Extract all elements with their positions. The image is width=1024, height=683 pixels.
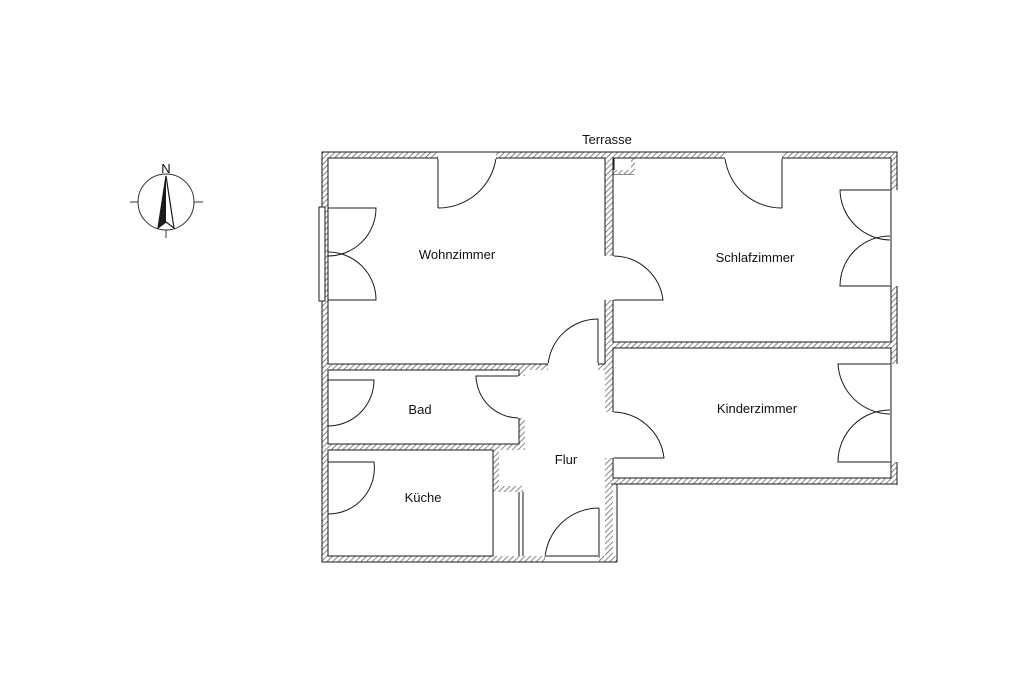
outside-label-terrasse: Terrasse (582, 132, 632, 147)
room-label-kinderzimmer: Kinderzimmer (717, 401, 798, 416)
door-schlafzimmer-flur (604, 255, 664, 301)
door-wohnzimmer-flur (547, 318, 599, 371)
room-label-wohnzimmer: Wohnzimmer (419, 247, 496, 262)
door-bad-left (327, 379, 375, 427)
window-wohnzimmer (318, 206, 326, 302)
room-label-bad: Bad (408, 402, 431, 417)
room-label-kueche: Küche (405, 490, 442, 505)
compass-north-label: N (161, 161, 170, 176)
room-label-flur: Flur (555, 452, 578, 467)
door-wohnzimmer-terrasse (437, 151, 497, 209)
doors (327, 151, 898, 563)
door-bad-flur (475, 375, 526, 419)
door-kinderzimmer-flur (604, 411, 665, 459)
door-schlafzimmer-right (839, 189, 898, 287)
room-label-schlafzimmer: Schlafzimmer (716, 250, 795, 265)
walls (322, 152, 897, 562)
door-flur-entrance (544, 507, 600, 563)
door-kinderzimmer-right (837, 363, 898, 463)
door-wohnzimmer-left (327, 207, 377, 301)
compass: N (130, 161, 203, 238)
door-schlafzimmer-terrasse (724, 151, 783, 209)
door-kueche-left (327, 461, 375, 515)
